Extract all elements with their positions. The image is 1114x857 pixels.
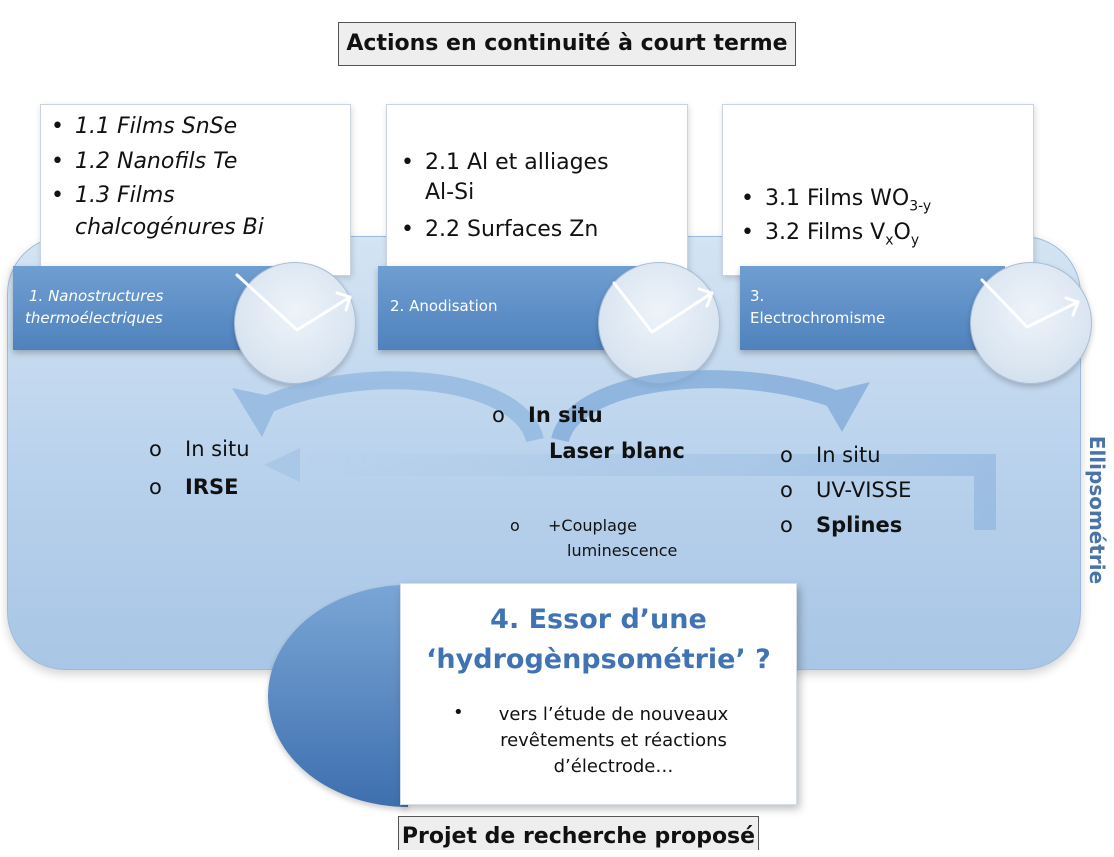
top-title-box: Actions en continuité à court terme <box>338 22 796 66</box>
essor-bullet: • <box>453 702 464 723</box>
label-1-line2: thermoélectriques <box>25 309 163 327</box>
ell-right-3: Splines <box>816 513 903 537</box>
card3-item-2: 3.2 Films VxOy <box>765 220 920 249</box>
card1-item-3: 1.3 Films <box>75 183 175 208</box>
ell-left-1: In situ <box>185 437 250 461</box>
top-title: Actions en continuité à court terme <box>346 31 788 56</box>
label-3: 3. Electrochromisme <box>740 266 1005 350</box>
ell-center-2: Laser blanc <box>549 439 685 463</box>
side-label: Ellipsométrie <box>1085 435 1109 585</box>
check-icon-1 <box>235 273 352 332</box>
label-3-line1: 3. <box>750 287 765 305</box>
label-3-line2: Electrochromisme <box>750 309 886 327</box>
essor-text-1: vers l’étude de nouveaux <box>498 704 729 725</box>
card1-item-3b: chalcogénures Bi <box>75 215 264 240</box>
return-arrow <box>264 448 996 530</box>
curved-arrow-left <box>232 371 544 443</box>
card-2: •2.1 Al et alliages Al-Si •2.2 Surfaces … <box>386 104 688 276</box>
check-circle-3 <box>970 262 1092 384</box>
check-icon-2 <box>612 281 714 334</box>
ell-center-4: luminescence <box>567 541 678 560</box>
check-icon-3 <box>980 278 1080 329</box>
card2-item-2: 2.2 Surfaces Zn <box>425 217 599 242</box>
check-circle-1 <box>234 262 356 384</box>
ell-right-1: In situ <box>816 443 881 467</box>
side-label-container: Ellipsométrie <box>1084 390 1110 630</box>
card-3: • 3.1 Films WO3-y • 3.2 Films VxOy <box>722 104 1034 276</box>
essor-text-2: revêtements et réactions <box>500 730 727 751</box>
bottom-title-box: Projet de recherche proposé <box>398 816 759 850</box>
card-1: •1.1 Films SnSe •1.2 Nanofils Te •1.3 Fi… <box>40 104 351 276</box>
essor-title-2: ‘hydrogènpsométrie’ ? <box>426 644 771 675</box>
card2-item-1b: Al-Si <box>425 180 475 205</box>
essor-box: 4. Essor d’une ‘hydrogènpsométrie’ ? • v… <box>400 583 797 805</box>
curved-arrow-right <box>551 370 870 443</box>
ell-left-2: IRSE <box>185 475 239 499</box>
card2-item-1: 2.1 Al et alliages <box>425 150 609 175</box>
label-2-text: 2. Anodisation <box>390 297 498 315</box>
label-1-line1: 1. Nanostructures <box>29 287 164 305</box>
ell-center-3: +Couplage <box>548 516 637 535</box>
essor-text-3: d’électrode… <box>553 756 674 777</box>
bottom-title: Projet de recherche proposé <box>401 824 756 849</box>
ell-right-2: UV-VISSE <box>816 478 912 502</box>
essor-title-1: 4. Essor d’une <box>490 604 707 635</box>
card1-item-1: 1.1 Films SnSe <box>75 114 238 139</box>
card1-item-2: 1.2 Nanofils Te <box>75 149 238 174</box>
ell-center-1: In situ <box>528 403 603 427</box>
card3-item-1: 3.1 Films WO3-y <box>765 186 932 215</box>
check-circle-2 <box>598 262 720 384</box>
